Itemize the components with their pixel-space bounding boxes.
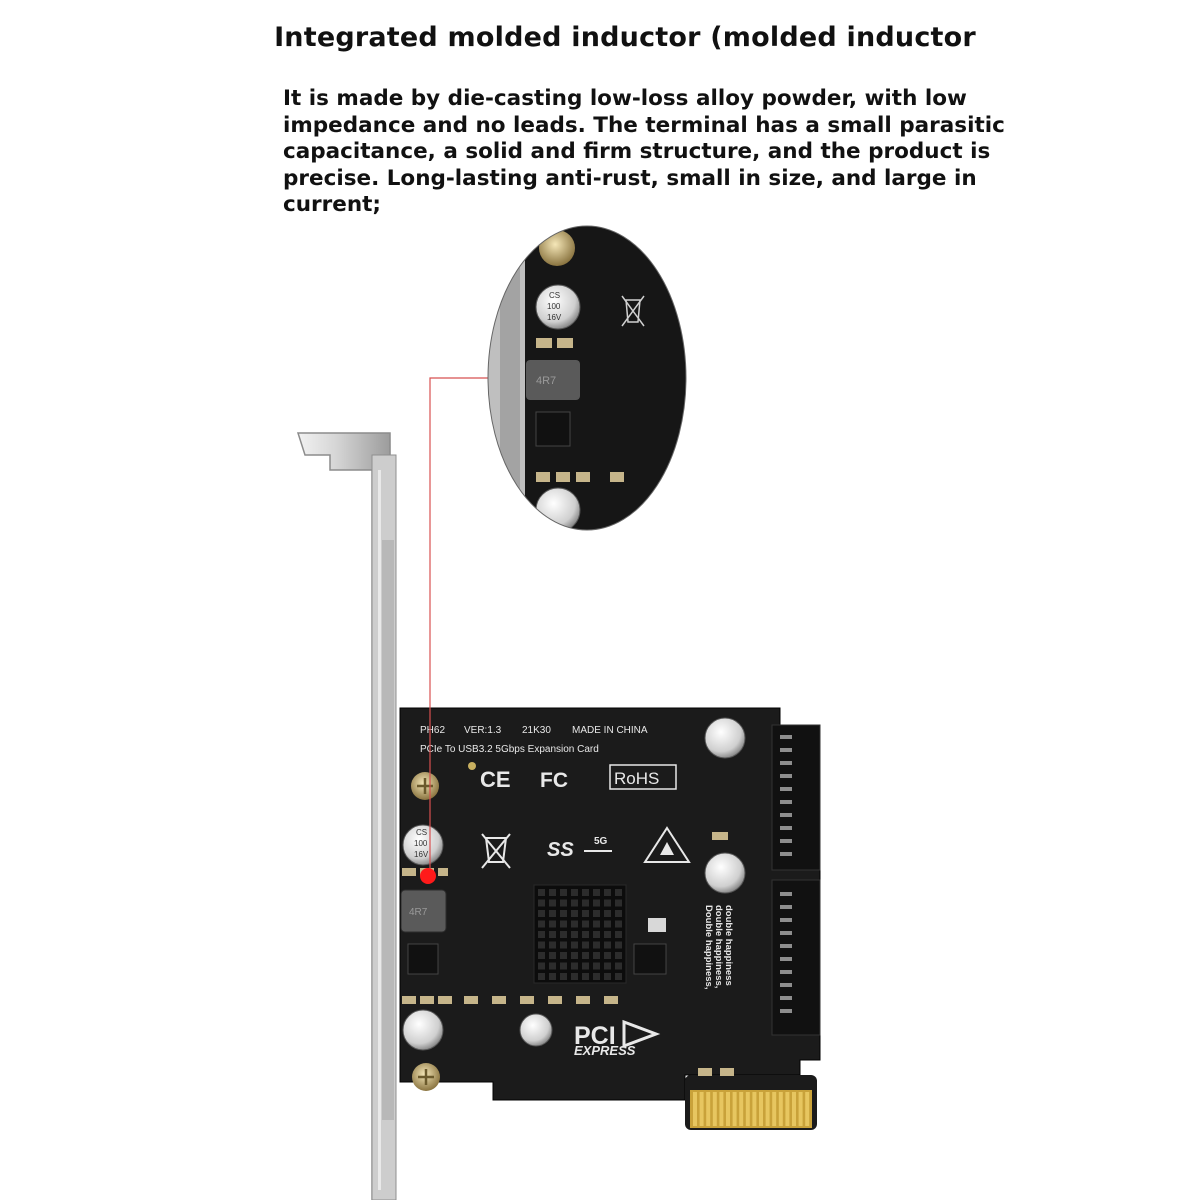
gold-finger-contacts [685,1075,817,1130]
electrolytic-capacitor [704,852,746,894]
headline: Integrated molded inductor (molded induc… [274,22,976,53]
svg-text:16V: 16V [547,313,562,322]
board-title: PCIe To USB3.2 5Gbps Expansion Card [420,744,599,755]
description: It is made by die-casting low-loss alloy… [283,86,1005,219]
svg-text:100: 100 [414,839,428,848]
svg-text:Double happiness,: Double happiness, [703,905,714,989]
model-label: PH62 [420,725,445,736]
slogan: Double happiness, double happiness, doub… [703,905,734,989]
ce-mark: CE [480,767,511,792]
origin-label: MADE IN CHINA [572,725,648,736]
svg-text:5G: 5G [594,836,608,847]
svg-text:4R7: 4R7 [536,375,556,387]
pcie-logo: PCI EXPRESS [574,1019,661,1058]
weee-icon [481,833,511,869]
usb-superspeed-logo: SS 5G [547,836,612,861]
svg-text:CS: CS [549,291,560,300]
led [648,918,666,932]
pcb-board: PH62 VER:1.3 21K30 MADE IN CHINA PCIe To… [399,707,821,1130]
svg-text:16V: 16V [414,850,429,859]
description-line: capacitance, a solid and firm structure,… [283,139,991,164]
zoom-frame [487,225,687,531]
batch-label: 21K30 [522,725,551,736]
mounting-bracket [296,432,397,1200]
svg-text:PCI: PCI [574,1022,616,1050]
molded-inductor: 4R7 [400,889,447,933]
usb-header-bottom [771,879,821,1036]
ic-chip [407,943,439,975]
svg-text:EXPRESS: EXPRESS [574,1043,636,1058]
electrolytic-capacitor [402,1009,444,1051]
ic-chip [633,943,667,975]
version-label: VER:1.3 [464,725,502,736]
description-line: impedance and no leads. The terminal has… [283,112,1005,138]
heatsink [533,884,627,984]
description-line: current; [283,192,382,217]
svg-text:double happiness,: double happiness, [713,905,724,988]
rohs-mark: RoHS [614,769,659,788]
highlight-dot [420,868,436,884]
electrolytic-capacitor [704,717,746,759]
esd-warning-icon [643,826,691,863]
svg-text:4R7: 4R7 [409,907,428,918]
description-line: It is made by die-casting low-loss alloy… [283,86,967,111]
zoom-detail: CS 100 16V 4R7 [488,226,686,530]
svg-text:100: 100 [547,302,561,311]
description-line: precise. Long-lasting anti-rust, small i… [283,165,977,191]
electrolytic-capacitor: CS 100 16V [402,824,444,866]
fcc-mark: FC [540,769,568,792]
svg-text:CS: CS [416,828,427,837]
fiducial-mark [468,762,476,770]
usb-header-top [771,724,821,871]
svg-text:double happiness: double happiness [723,905,734,986]
callout-leader-line [420,377,491,884]
svg-text:SS: SS [547,839,574,861]
rohs-frame [609,764,677,790]
electrolytic-capacitor [519,1013,553,1047]
